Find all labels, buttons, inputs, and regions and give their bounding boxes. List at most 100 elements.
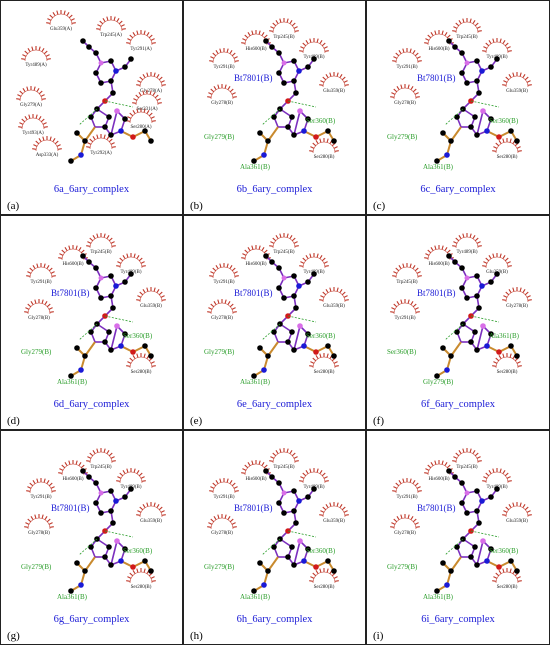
atom-icon: [265, 353, 271, 359]
hydrophobic-contact-icon: [482, 468, 512, 484]
residue-label: Glu359(B): [140, 519, 162, 524]
residue-label: Gly278(B): [211, 101, 233, 106]
hydrophobic-contact-icon: [452, 233, 482, 249]
atom-icon: [311, 486, 317, 492]
panel-title: 6h_6ary_complex: [236, 614, 313, 625]
atom-icon: [296, 498, 302, 504]
residue-label: Glu359(B): [323, 519, 345, 524]
atom-icon: [80, 38, 86, 44]
atom-icon: [263, 253, 269, 259]
atom-icon: [331, 568, 337, 574]
atom-icon: [494, 486, 500, 492]
panel-title: 6g_6ary_complex: [53, 614, 130, 625]
atom-icon: [468, 339, 474, 345]
atom-icon: [269, 259, 275, 265]
atom-icon: [98, 295, 104, 301]
panel-a: Glu359(A)Trp245(A)Tyr291(A)Tyr489(A)Gly2…: [0, 0, 183, 215]
atom-icon: [93, 70, 99, 76]
atom-icon: [488, 279, 494, 285]
hydrophobic-contact-icon: [21, 46, 51, 62]
atom-icon: [289, 329, 295, 335]
atom-icon: [305, 331, 311, 337]
ligand-label: Bt7801(B): [51, 288, 90, 298]
atom-icon: [476, 520, 482, 526]
hbond-residue-label: Ala361(B): [240, 163, 271, 171]
atom-icon: [476, 305, 482, 311]
atom-icon: [114, 323, 120, 329]
hydrophobic-contact-icon: [502, 502, 532, 518]
panel-g: Trp245(B)His600(B)Tyr291(B)Tyr489(B)Gly2…: [0, 430, 183, 645]
atom-icon: [98, 275, 104, 281]
atom-icon: [88, 114, 94, 120]
atom-icon: [488, 331, 494, 337]
hydrophobic-contact-icon: [26, 263, 56, 279]
hydrophobic-contact-icon: [309, 353, 339, 369]
atom-icon: [68, 373, 74, 379]
panel-title: 6b_6ary_complex: [236, 184, 313, 195]
atom-icon: [102, 554, 108, 560]
residue-label: Tyr291(B): [396, 65, 417, 70]
ligand-label: Bt7801(B): [234, 288, 273, 298]
hbond-residue-label: Ala361(B): [423, 163, 454, 171]
ligand-label: Bt7801(B): [417, 73, 456, 83]
atom-icon: [80, 468, 86, 474]
residue-label: Tyr291(A): [130, 47, 152, 52]
atom-icon: [113, 498, 119, 504]
hbond-line: [78, 538, 98, 556]
atom-icon: [118, 343, 124, 349]
hbond-residue-label: Gly279(B): [387, 563, 418, 571]
atom-icon: [86, 44, 92, 50]
residue-label: Glu359(B): [506, 519, 528, 524]
hydrophobic-contact-icon: [482, 253, 512, 269]
hydrophobic-contact-icon: [209, 48, 239, 64]
atom-icon: [474, 58, 480, 64]
atom-icon: [494, 56, 500, 62]
hydrophobic-contact-icon: [24, 514, 54, 530]
atom-icon: [440, 130, 446, 136]
atom-icon: [474, 132, 480, 138]
atom-icon: [480, 323, 486, 329]
atom-icon: [251, 373, 257, 379]
atom-icon: [251, 588, 257, 594]
hbond-line: [444, 323, 464, 341]
residue-label: Tyr489(A): [25, 63, 47, 68]
hydrophobic-contact-icon: [269, 18, 299, 34]
hydrophobic-contact-icon: [132, 90, 162, 106]
residue-label: His600(B): [428, 262, 449, 267]
hbond-residue-label: Gly279(B): [204, 133, 235, 141]
atom-icon: [305, 64, 311, 70]
atom-icon: [128, 56, 134, 62]
hydrophobic-contact-icon: [269, 448, 299, 464]
atom-icon: [440, 560, 446, 566]
atom-icon: [494, 271, 500, 277]
atom-icon: [108, 347, 114, 353]
atom-icon: [276, 500, 282, 506]
residue-label: Gly278(B): [28, 316, 50, 321]
ligand-structure: [251, 253, 337, 379]
hydrophobic-contact-icon: [209, 263, 239, 279]
atom-icon: [448, 138, 454, 144]
atom-icon: [484, 128, 490, 134]
atom-icon: [325, 128, 331, 134]
atom-icon: [78, 582, 84, 588]
atom-icon: [78, 367, 84, 373]
atom-icon: [108, 58, 114, 64]
atom-icon: [464, 80, 470, 86]
residue-label: His600(B): [245, 262, 266, 267]
residue-label: Glu359(B): [506, 89, 528, 94]
hbond-residue-label: Ser360(B): [123, 547, 153, 555]
atom-icon: [281, 80, 287, 86]
hbond-residue-label: Ser360(B): [306, 117, 336, 125]
atom-icon: [331, 353, 337, 359]
atom-icon: [118, 558, 124, 564]
hydrophobic-contact-icon: [319, 502, 349, 518]
ligand-structure: [434, 468, 520, 594]
atom-icon: [444, 582, 450, 588]
atom-icon: [102, 339, 108, 345]
atom-icon: [464, 275, 470, 281]
hbond-residue-label: Ser360(B): [306, 332, 336, 340]
atom-icon: [508, 128, 514, 134]
atom-icon: [80, 253, 86, 259]
atom-icon: [78, 152, 84, 158]
atom-icon: [271, 544, 277, 550]
